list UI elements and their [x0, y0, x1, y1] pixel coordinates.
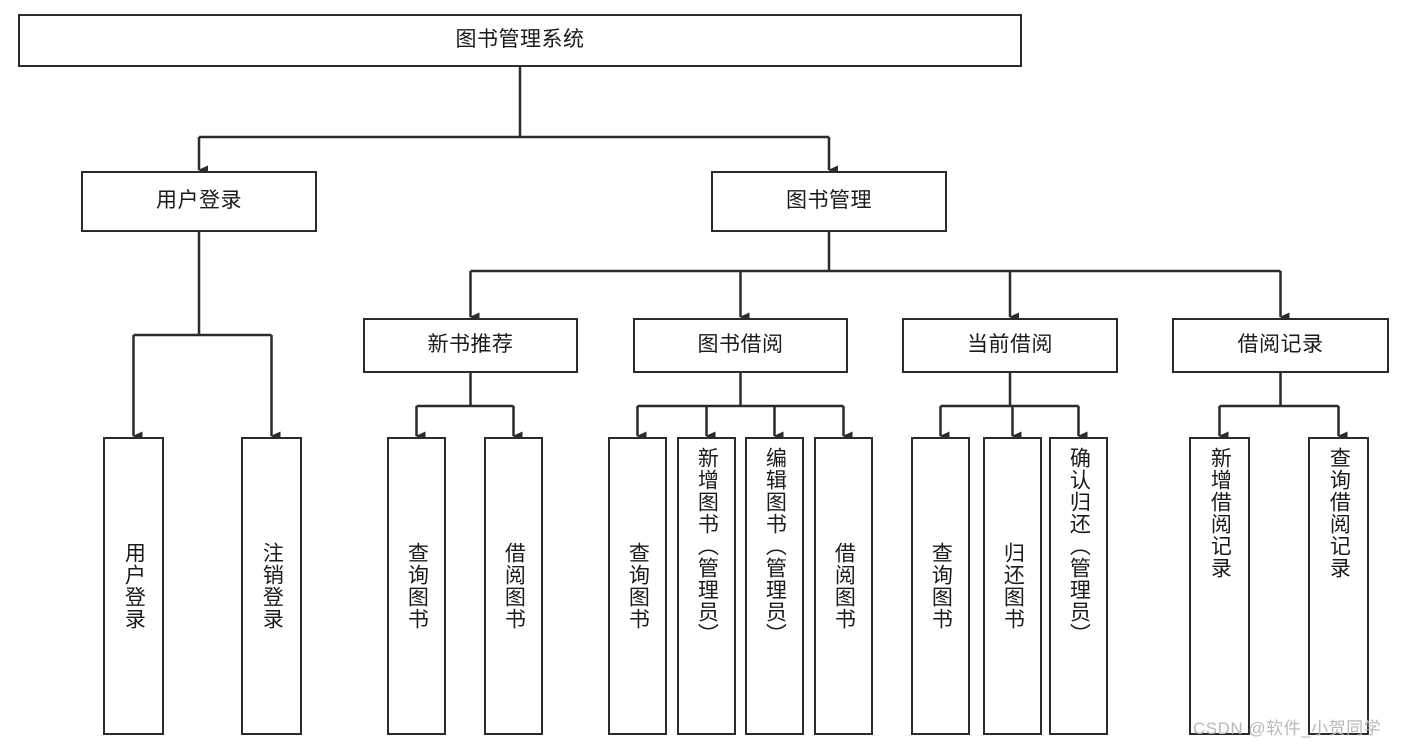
node-l3_1[interactable]: 图书借阅 [633, 318, 848, 373]
node-label: 图书管理 [786, 189, 872, 213]
node-leaf_12[interactable]: 查询借阅记录 [1308, 437, 1369, 735]
node-l2_1[interactable]: 图书管理 [711, 171, 947, 232]
node-label: 用户登录 [122, 542, 146, 630]
node-label: 新增借阅记录 [1208, 447, 1232, 579]
node-leaf_6[interactable]: 编辑图书（管理员） [745, 437, 804, 735]
node-leaf_11[interactable]: 新增借阅记录 [1189, 437, 1250, 735]
node-label: 新增图书（管理员） [695, 447, 719, 645]
node-l2_0[interactable]: 用户登录 [81, 171, 317, 232]
node-label: 借阅图书 [502, 542, 526, 630]
connector-group [132, 67, 1348, 441]
node-label: 编辑图书（管理员） [763, 447, 787, 645]
node-label: 用户登录 [156, 189, 242, 213]
node-label: 图书借阅 [697, 333, 784, 357]
node-label: 当前借阅 [967, 333, 1053, 357]
node-l3_3[interactable]: 借阅记录 [1172, 318, 1389, 373]
node-label: 图书管理系统 [455, 28, 585, 52]
node-leaf_1[interactable]: 注销登录 [241, 437, 302, 735]
node-leaf_0[interactable]: 用户登录 [103, 437, 164, 735]
node-leaf_10[interactable]: 确认归还（管理员） [1049, 437, 1108, 735]
node-leaf_7[interactable]: 借阅图书 [814, 437, 873, 735]
node-label: 查询图书 [405, 542, 429, 630]
node-label: 注销登录 [260, 542, 284, 630]
node-label: 查询图书 [929, 542, 953, 630]
node-leaf_5[interactable]: 新增图书（管理员） [677, 437, 736, 735]
node-leaf_2[interactable]: 查询图书 [387, 437, 446, 735]
node-label: 查询图书 [626, 542, 650, 630]
node-label: 借阅图书 [832, 542, 856, 630]
node-label: 归还图书 [1001, 542, 1025, 630]
node-label: 新书推荐 [427, 333, 514, 357]
node-leaf_3[interactable]: 借阅图书 [484, 437, 543, 735]
node-label: 确认归还（管理员） [1067, 447, 1091, 645]
node-l3_0[interactable]: 新书推荐 [363, 318, 578, 373]
node-label: 借阅记录 [1237, 333, 1324, 357]
node-leaf_4[interactable]: 查询图书 [608, 437, 667, 735]
node-leaf_8[interactable]: 查询图书 [911, 437, 970, 735]
node-l3_2[interactable]: 当前借阅 [902, 318, 1118, 373]
node-root[interactable]: 图书管理系统 [18, 14, 1022, 67]
node-label: 查询借阅记录 [1327, 447, 1351, 579]
node-leaf_9[interactable]: 归还图书 [983, 437, 1042, 735]
